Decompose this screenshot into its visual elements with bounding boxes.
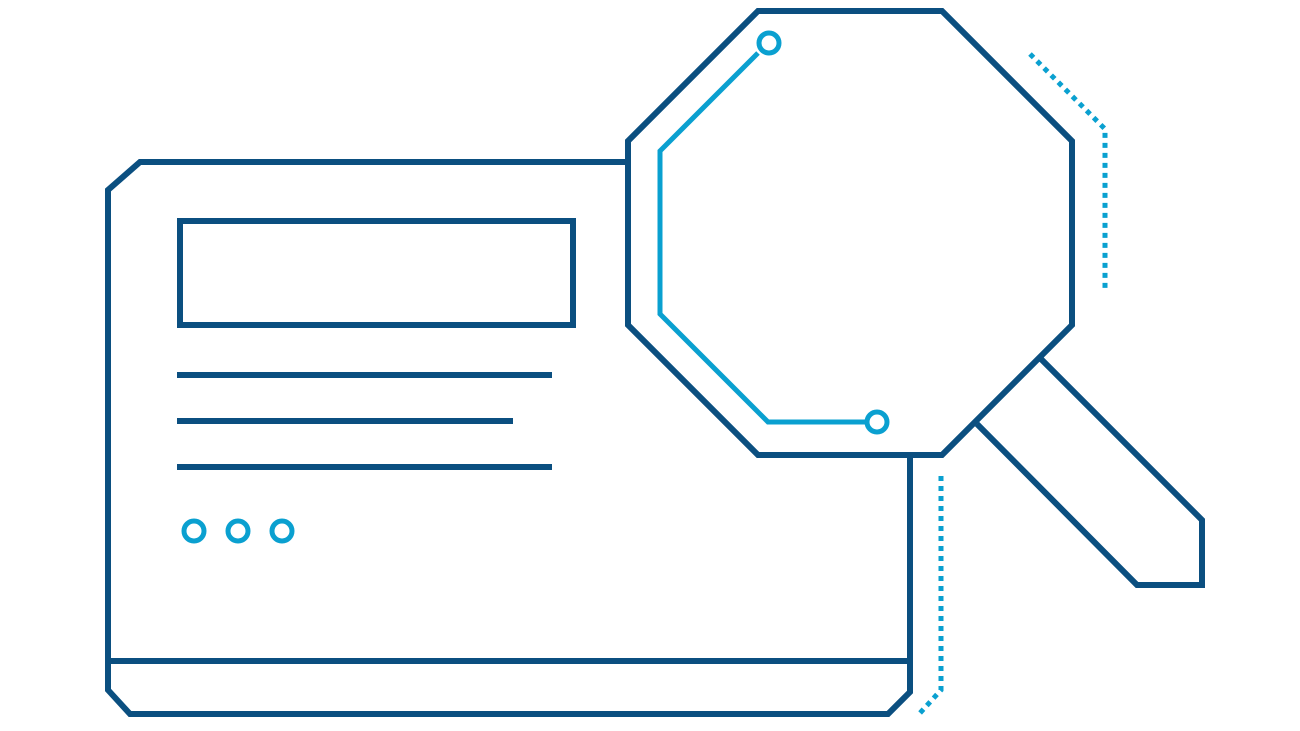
document-card bbox=[105, 159, 913, 717]
ellipsis-dot-2 bbox=[225, 518, 251, 544]
document-header-box bbox=[177, 218, 576, 328]
circuit-node-top bbox=[756, 30, 782, 56]
magnifier-handle bbox=[974, 355, 1205, 588]
ellipsis-dot-1 bbox=[181, 518, 207, 544]
dotted-accent-bottom bbox=[918, 476, 944, 715]
lens-circuit-trace bbox=[657, 51, 866, 425]
ellipsis-dot-3 bbox=[269, 518, 295, 544]
magnifying-glass-icon bbox=[625, 8, 1205, 588]
circuit-node-bottom bbox=[864, 409, 890, 435]
magnifier-lens-octagon bbox=[625, 8, 1075, 458]
ellipsis-dots bbox=[181, 518, 295, 544]
document-card-outline bbox=[105, 159, 913, 717]
dotted-accent-right bbox=[1028, 52, 1108, 288]
